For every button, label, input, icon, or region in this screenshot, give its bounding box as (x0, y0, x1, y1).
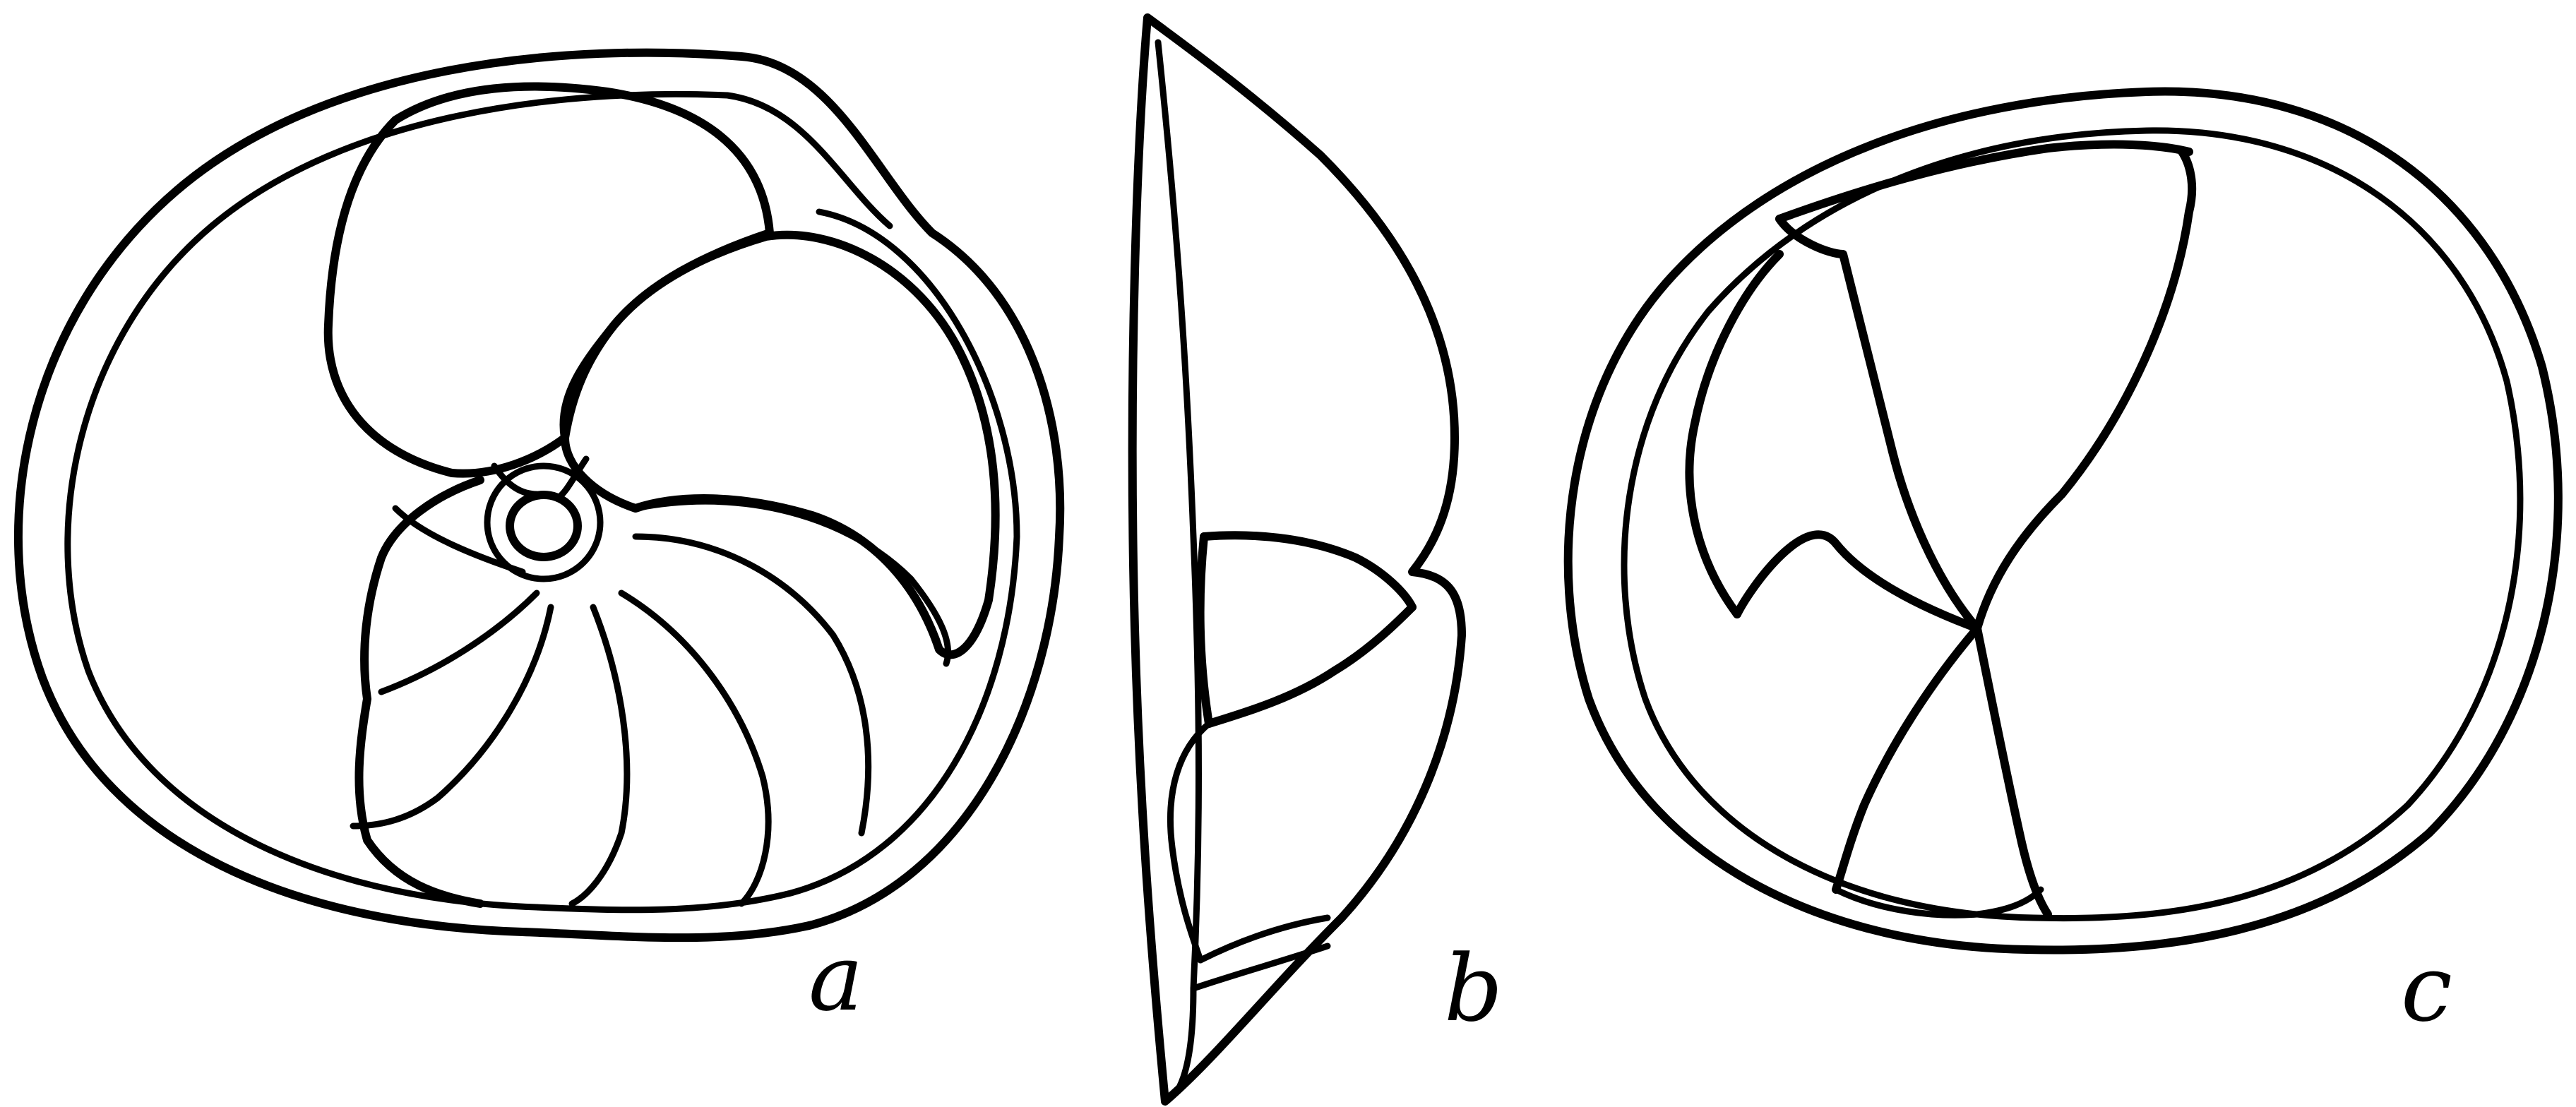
panel-a-umbo-center (510, 495, 578, 557)
panel-b-chamber-boundary-2 (1209, 607, 1412, 724)
panel-a-keel-right (537, 212, 1017, 910)
panel-a-chamber-2 (565, 235, 996, 655)
panel-a-early-chambers (359, 480, 480, 904)
panel-a-suture-4 (572, 607, 627, 904)
panel-a-suture-5 (353, 607, 551, 826)
panel-a-label: a (809, 924, 864, 1031)
panel-b-outer-outline (1133, 18, 1462, 1101)
panel-c-chamber-left (1690, 254, 1780, 614)
panel-c-suture-3 (1977, 152, 2192, 628)
panel-b-chamber-boundary-1 (1204, 535, 1412, 607)
panel-c-drawing: c (1568, 92, 2558, 1042)
panel-c-suture-5 (1836, 628, 1977, 890)
panel-a-chamber-1 (328, 87, 770, 474)
panel-c-suture-2 (1779, 219, 1977, 628)
panel-b-chamber-outline-mid (1200, 537, 1209, 724)
panel-b-drawing: b (1133, 18, 1503, 1101)
panel-a-suture-3 (621, 593, 768, 904)
panel-c-inner-keel (1624, 131, 2520, 918)
panel-b-lower-chamber (1170, 724, 1209, 960)
panel-c-label: c (2401, 935, 2452, 1042)
panel-b-label: b (1444, 935, 1503, 1042)
panel-a-suture-6 (381, 593, 537, 692)
panel-c-suture-4 (1977, 628, 2048, 914)
panel-a-suture-2 (636, 537, 869, 833)
panel-a-drawing: a (18, 53, 1060, 1031)
panel-b-base-lines (1193, 918, 1328, 988)
